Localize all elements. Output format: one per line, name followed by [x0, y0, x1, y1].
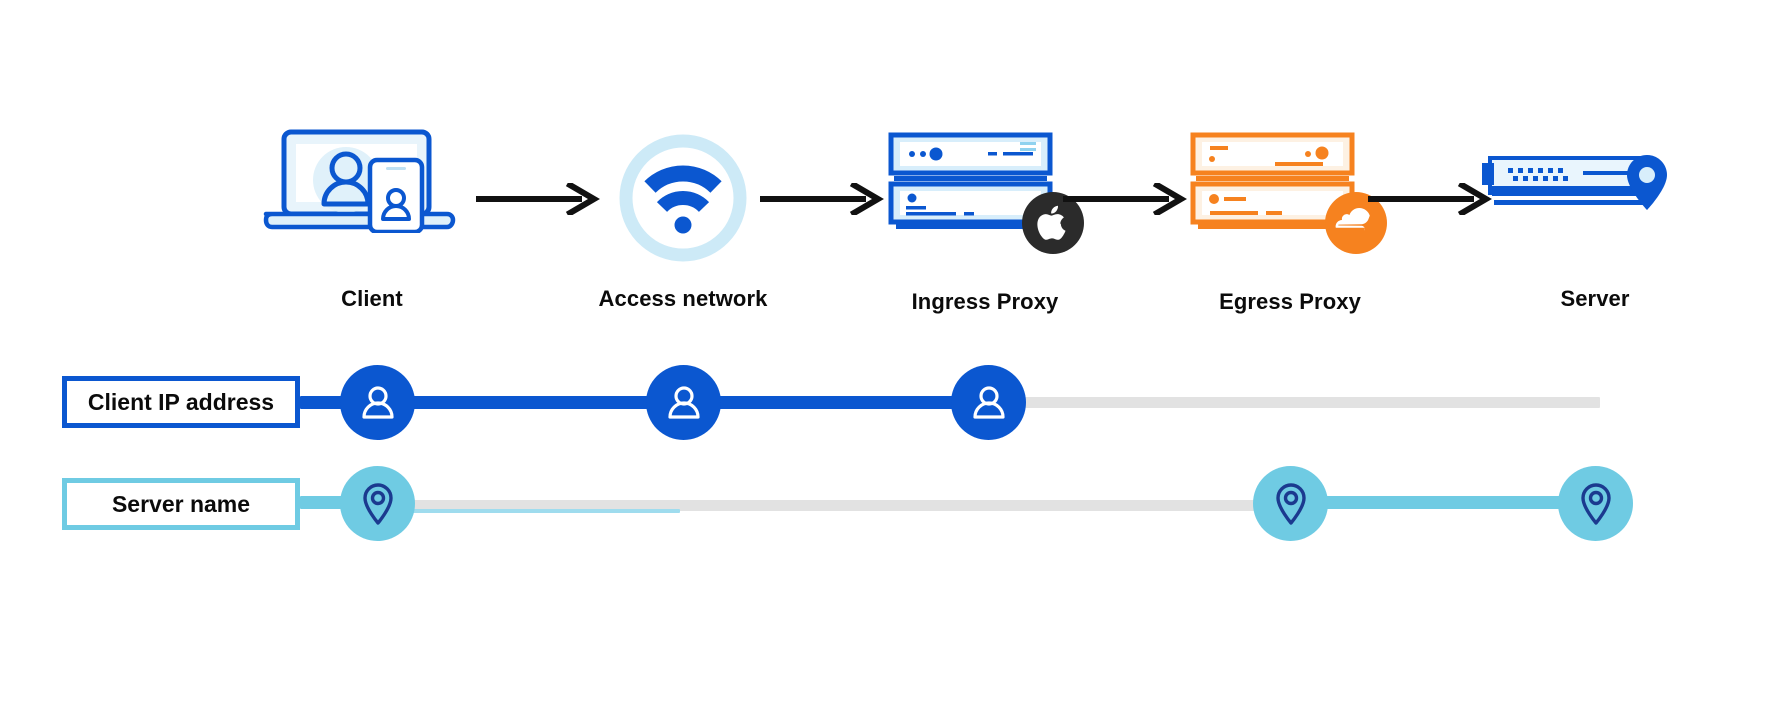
map-pin-icon	[362, 482, 393, 525]
ingress-proxy-icon	[888, 132, 1053, 232]
laptop-phone-user-icon	[263, 129, 456, 235]
server-icon	[1480, 155, 1675, 230]
flow-label-client: Client	[341, 286, 403, 311]
egress-proxy-icon	[1190, 132, 1355, 232]
access-network-icon	[610, 125, 756, 271]
cloudflare-logo-icon	[1335, 208, 1370, 231]
legend-server-name: Server name	[62, 478, 300, 530]
person-icon	[361, 385, 394, 419]
server-name-node-server	[1558, 466, 1633, 541]
client-ip-node-ingress-proxy	[951, 365, 1026, 440]
flow-label-ingress-proxy: Ingress Proxy	[911, 289, 1059, 314]
arrow-egress-to-server	[1368, 180, 1492, 220]
map-pin-icon	[1275, 482, 1306, 525]
person-icon	[667, 385, 700, 419]
server-rack-orange-icon	[1190, 132, 1355, 229]
arrow-client-to-access	[476, 180, 600, 220]
flow-label-egress-proxy: Egress Proxy	[1219, 289, 1361, 314]
client-ip-node-client	[340, 365, 415, 440]
legend-client-ip-address-label: Client IP address	[87, 388, 275, 415]
server-rack-blue-icon	[888, 132, 1053, 229]
legend-client-ip-address: Client IP address	[62, 376, 300, 428]
server-name-node-client	[340, 466, 415, 541]
apple-logo-icon	[1037, 205, 1066, 240]
flow-label-server: Server	[1560, 286, 1630, 311]
legend-server-name-label: Server name	[111, 490, 251, 517]
server-name-track-active-right	[1280, 496, 1600, 509]
map-pin-icon	[1580, 482, 1611, 525]
arrow-ingress-to-egress	[1063, 180, 1187, 220]
person-icon	[972, 385, 1005, 419]
cloudflare-logo-badge	[1325, 192, 1387, 254]
flow-label-access-network: Access network	[598, 286, 768, 311]
arrow-access-to-ingress	[760, 180, 884, 220]
server-name-node-egress-proxy	[1253, 466, 1328, 541]
wifi-icon	[619, 134, 747, 262]
client-icon	[258, 128, 478, 235]
server-blade-icon	[1482, 155, 1667, 210]
server-name-track-inactive	[400, 500, 1290, 511]
apple-logo-badge	[1022, 192, 1084, 254]
client-ip-track-inactive	[988, 397, 1600, 408]
client-ip-node-access-network	[646, 365, 721, 440]
client-ip-track-active	[300, 396, 990, 409]
server-name-track-hint	[400, 509, 680, 513]
